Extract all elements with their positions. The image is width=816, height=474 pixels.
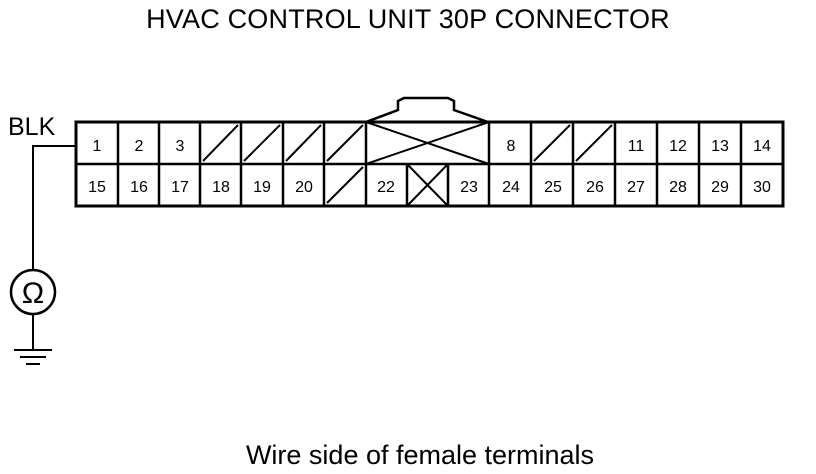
terminal-26-label: 26 — [586, 179, 604, 196]
terminal-8-label: 8 — [507, 138, 516, 155]
unused-cavity-mark — [243, 124, 281, 162]
terminal-3-label: 3 — [176, 138, 185, 155]
terminal-17-label: 17 — [171, 179, 189, 196]
terminal-2-label: 2 — [135, 138, 144, 155]
test-lead-wire — [32, 145, 76, 270]
terminal-30-label: 30 — [753, 179, 771, 196]
terminal-16-label: 16 — [130, 179, 148, 196]
unused-cavity-mark — [575, 124, 613, 162]
terminal-22-label: 22 — [377, 179, 395, 196]
unused-cavity-mark — [365, 121, 490, 165]
terminal-23-label: 23 — [460, 179, 478, 196]
terminal-12-label: 12 — [669, 138, 687, 155]
terminal-25-label: 25 — [544, 179, 562, 196]
bottom-row-dividers — [116, 164, 743, 206]
terminal-20-label: 20 — [295, 179, 313, 196]
connector-latch — [365, 96, 489, 124]
unused-cavity-mark — [202, 124, 239, 162]
terminal-15-label: 15 — [88, 179, 106, 196]
terminal-19-label: 19 — [253, 179, 271, 196]
terminal-27-label: 27 — [627, 179, 645, 196]
wire-color-label: BLK — [8, 113, 56, 141]
terminal-13-label: 13 — [711, 138, 729, 155]
diagram-caption: Wire side of female terminals — [245, 440, 595, 470]
terminal-1-label: 1 — [93, 138, 102, 155]
unused-cavity-mark — [326, 166, 364, 204]
terminal-29-label: 29 — [711, 179, 729, 196]
unused-cavity-mark — [533, 124, 571, 162]
diagram-title: HVAC CONTROL UNIT 30P CONNECTOR — [146, 4, 670, 34]
terminal-11-label: 11 — [628, 138, 645, 155]
terminal-28-label: 28 — [669, 179, 687, 196]
ground-icon — [14, 314, 52, 365]
unused-cavity-mark — [326, 124, 364, 162]
terminal-18-label: 18 — [212, 179, 230, 196]
unused-cavity-mark — [406, 163, 449, 207]
terminal-24-label: 24 — [502, 179, 520, 196]
top-row-dividers — [116, 122, 743, 164]
ohmmeter-icon: Ω — [9, 268, 57, 316]
ohm-symbol: Ω — [22, 277, 44, 310]
unused-cavity-mark — [285, 124, 322, 162]
terminal-14-label: 14 — [753, 138, 771, 155]
